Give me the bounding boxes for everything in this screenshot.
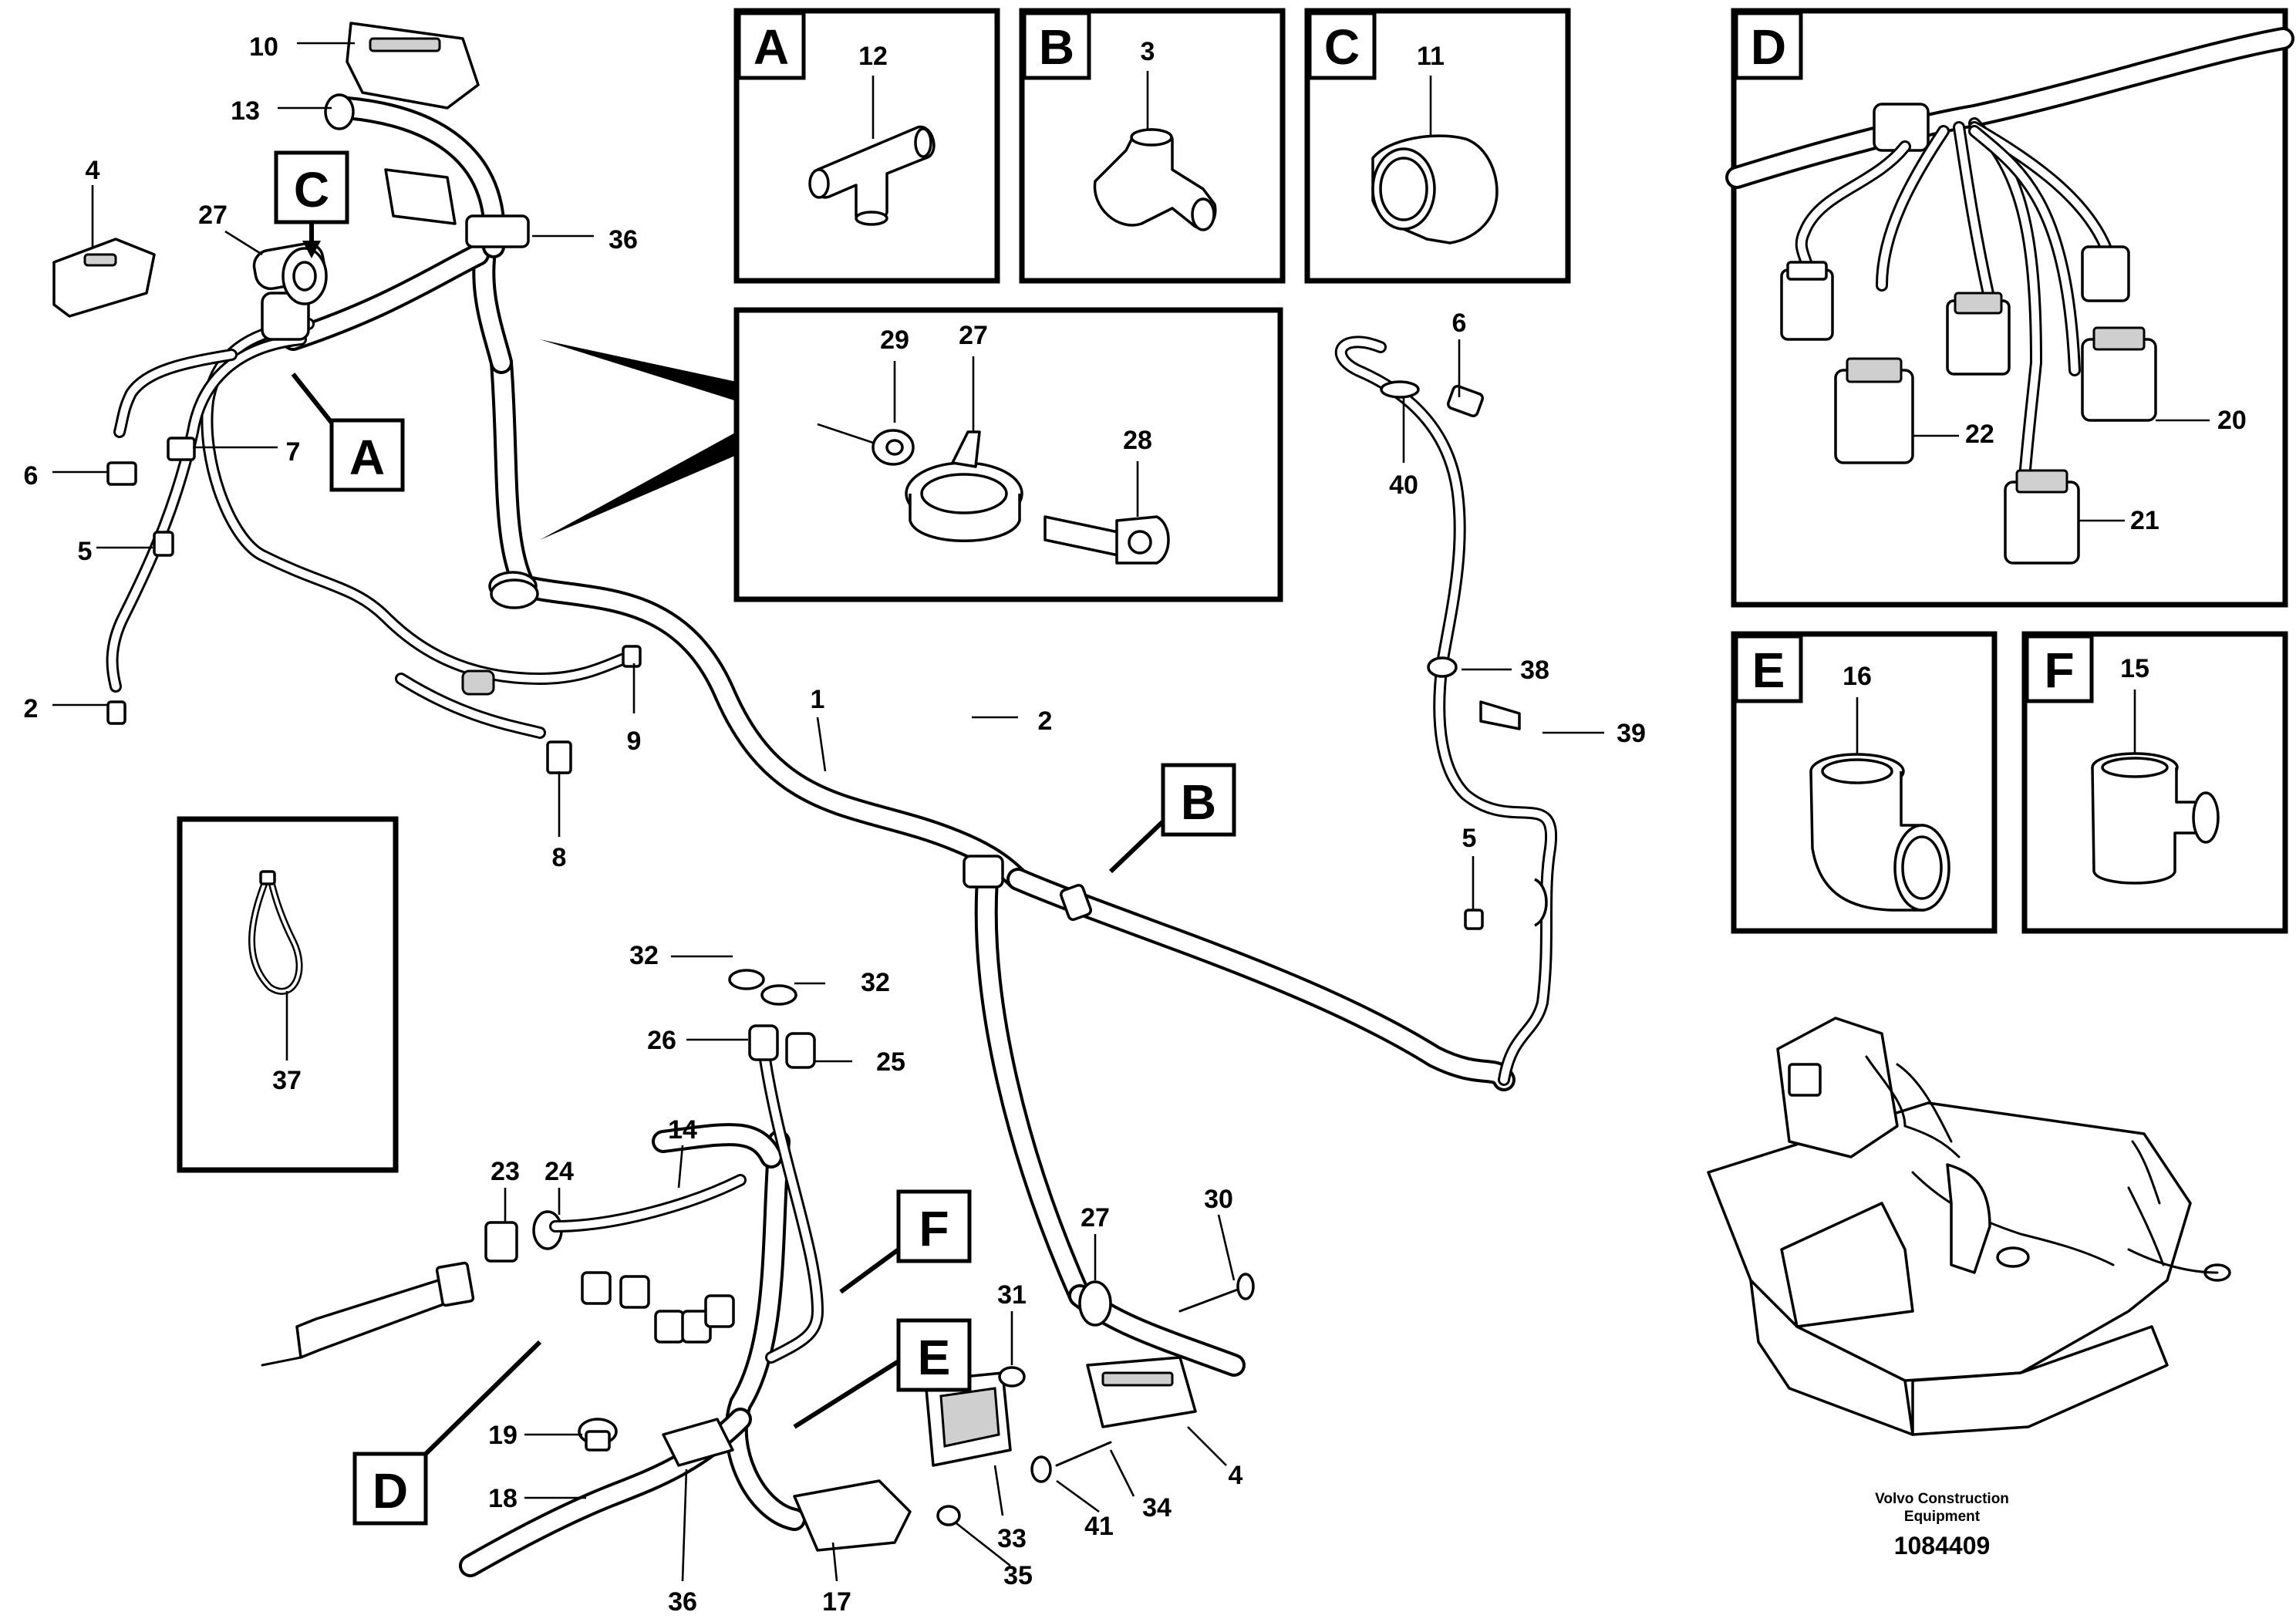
right-harness xyxy=(1334,336,1558,1086)
detail-letter: B xyxy=(1039,19,1074,75)
part-number-40: 40 xyxy=(1389,470,1418,500)
view-tag-letter: D xyxy=(373,1463,408,1519)
part-labels: 10 13 4 27 36 6 7 5 2 9 8 1 2 6 40 38 39… xyxy=(24,32,1646,1617)
part-number-6: 6 xyxy=(1452,309,1467,338)
tee-fitting-12 xyxy=(808,126,936,226)
part-number-33: 33 xyxy=(997,1524,1027,1553)
part-number-1: 1 xyxy=(811,685,825,714)
part-number-14: 14 xyxy=(668,1115,697,1145)
part-number-4: 4 xyxy=(86,156,100,185)
part-number-31: 31 xyxy=(997,1280,1027,1310)
view-tag-D-main: D xyxy=(352,1340,542,1526)
part-number-11: 11 xyxy=(1417,42,1445,71)
elbow-fitting-11 xyxy=(1371,134,1499,244)
part-number-27: 27 xyxy=(1081,1203,1110,1233)
view-tag-letter: F xyxy=(919,1201,949,1256)
part-number-28: 28 xyxy=(1123,426,1152,455)
detail-box-D: D 22 20 21 xyxy=(1725,8,2294,608)
part-number-10: 10 xyxy=(249,32,278,62)
cable-tie-37 xyxy=(248,870,303,995)
view-tag-F-main: F xyxy=(839,1189,972,1294)
part-number-36: 36 xyxy=(609,225,638,255)
part-number-3: 3 xyxy=(1141,37,1155,66)
detail-box-B: B 3 xyxy=(1019,8,1286,284)
part-number-2: 2 xyxy=(24,694,39,723)
view-tag-letter: E xyxy=(918,1330,951,1385)
detail-letter: C xyxy=(1324,19,1360,75)
part-number-15: 15 xyxy=(2120,654,2149,683)
part-number-22: 22 xyxy=(1965,420,1994,449)
part-number-5: 5 xyxy=(1462,824,1477,853)
part-number-34: 34 xyxy=(1142,1493,1172,1523)
elbow-fitting-16 xyxy=(1809,753,1950,912)
part-number-19: 19 xyxy=(488,1421,518,1450)
part-number-36: 36 xyxy=(668,1587,697,1617)
part-number-7: 7 xyxy=(286,437,301,467)
detail-box-E: E 16 xyxy=(1731,631,1998,934)
view-tag-letter: A xyxy=(349,430,385,485)
part-number-17: 17 xyxy=(822,1587,851,1617)
tee-fitting-15 xyxy=(2091,752,2220,885)
nut-29 xyxy=(817,423,915,466)
part-number-32: 32 xyxy=(629,941,659,970)
machine-overview-thumbnail xyxy=(1707,1017,2231,1436)
part-number-8: 8 xyxy=(552,843,567,872)
brand-line-2: Equipment xyxy=(1904,1509,1981,1525)
detail-box-F: F 15 xyxy=(2021,631,2288,934)
part-number-37: 37 xyxy=(272,1066,302,1095)
part-number-27: 27 xyxy=(959,321,988,350)
part-number-16: 16 xyxy=(1843,662,1872,691)
part-number-30: 30 xyxy=(1204,1185,1233,1214)
view-tag-letter: B xyxy=(1181,774,1216,830)
left-harness xyxy=(52,22,642,774)
document-number: 1084409 xyxy=(1894,1532,1991,1560)
view-tag-C-main: C xyxy=(274,150,349,258)
footer-branding: Volvo Construction Equipment 1084409 xyxy=(1875,1491,2009,1560)
detail-box-clamp: 29 27 28 xyxy=(540,307,1283,602)
tee-fitting-3 xyxy=(1093,128,1217,231)
brand-line-1: Volvo Construction xyxy=(1875,1491,2009,1507)
part-number-25: 25 xyxy=(876,1047,905,1077)
part-number-23: 23 xyxy=(491,1157,520,1186)
detail-letter: F xyxy=(2044,642,2074,698)
part-number-29: 29 xyxy=(880,325,909,355)
view-tag-A-main: A xyxy=(291,373,405,492)
part-number-5: 5 xyxy=(78,537,93,566)
view-tag-E-main: E xyxy=(793,1318,972,1429)
part-number-18: 18 xyxy=(488,1484,518,1513)
part-number-32: 32 xyxy=(861,968,890,997)
detail-letter: D xyxy=(1751,19,1786,75)
part-number-4: 4 xyxy=(1229,1461,1243,1490)
view-tag-B-main: B xyxy=(1108,763,1236,874)
detail-box-C: C 11 xyxy=(1304,8,1571,284)
lower-components xyxy=(261,969,1255,1552)
part-number-6: 6 xyxy=(24,461,39,491)
view-tag-letter: C xyxy=(294,162,329,218)
part-number-24: 24 xyxy=(544,1157,574,1186)
part-number-41: 41 xyxy=(1084,1512,1114,1541)
part-number-2: 2 xyxy=(1038,706,1053,736)
part-number-26: 26 xyxy=(647,1026,676,1055)
clamp-27 xyxy=(905,430,1023,542)
part-number-27: 27 xyxy=(198,201,228,230)
part-number-12: 12 xyxy=(858,42,888,71)
detail-box-tie: 37 xyxy=(177,816,399,1173)
part-number-35: 35 xyxy=(1003,1561,1033,1590)
part-number-13: 13 xyxy=(231,96,260,126)
part-number-9: 9 xyxy=(627,727,642,756)
detail-letter: A xyxy=(754,19,789,75)
bolt-28 xyxy=(1043,515,1170,565)
part-number-38: 38 xyxy=(1520,656,1549,685)
part-number-21: 21 xyxy=(2130,506,2159,535)
part-number-39: 39 xyxy=(1617,719,1646,748)
detail-letter: E xyxy=(1752,642,1785,698)
detail-box-A: A 12 xyxy=(733,8,1000,284)
leader-lines xyxy=(52,42,1604,1582)
part-number-20: 20 xyxy=(2217,406,2247,435)
